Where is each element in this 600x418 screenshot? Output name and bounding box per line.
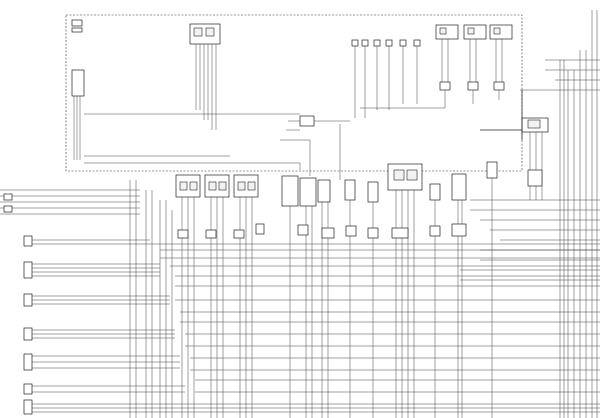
center-module-row xyxy=(175,174,265,418)
top-right-connector-bank xyxy=(360,24,513,109)
upper-connector-cluster xyxy=(351,39,421,118)
frame-lines xyxy=(480,90,523,140)
right-harness-bundle xyxy=(460,10,600,418)
middle-bus xyxy=(150,243,600,393)
terminal-block xyxy=(71,69,85,97)
top-dashed-enclosure xyxy=(65,14,523,172)
center-relay xyxy=(299,115,315,127)
right-component xyxy=(521,117,549,200)
middle-connector-strip xyxy=(280,124,498,418)
left-harness-bundle xyxy=(0,180,600,418)
